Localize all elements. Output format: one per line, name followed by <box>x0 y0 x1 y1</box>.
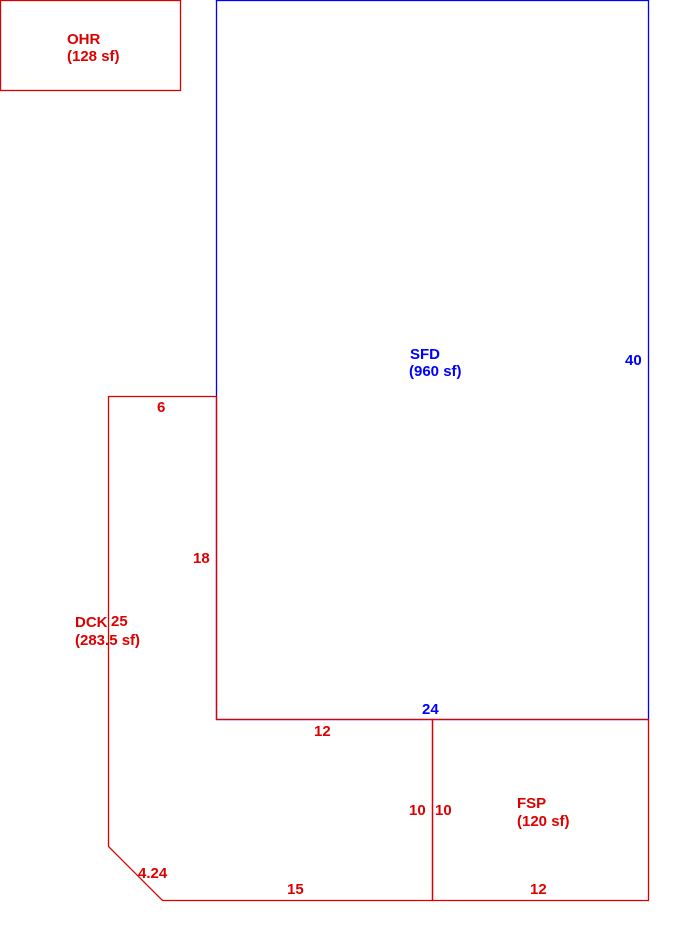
dck-diagonal-dimension: 4.24 <box>138 865 168 882</box>
dck-bottom-dimension: 15 <box>287 881 304 898</box>
fsp-outline <box>431 718 650 902</box>
ohr-area-label: (128 sf) <box>67 48 120 65</box>
fsp-left-dimension: 10 <box>435 802 452 819</box>
ohr-outline <box>0 0 182 92</box>
dck-top-dimension: 6 <box>157 399 165 416</box>
fsp-code-label: FSP <box>517 795 546 812</box>
dck-outline <box>107 395 434 902</box>
ohr-code-label: OHR <box>67 31 101 48</box>
dck-area-label: (283.5 sf) <box>75 632 140 649</box>
sfd-right-dimension: 40 <box>625 352 642 369</box>
dck-left-dimension: 25 <box>111 613 128 630</box>
dck-code-label: DCK <box>75 614 108 631</box>
dck-bottom-inner-dimension: 12 <box>314 723 331 740</box>
fsp-bottom-dimension: 12 <box>530 881 547 898</box>
dck-right-upper-dimension: 18 <box>193 550 210 567</box>
dck-right-lower-dimension: 10 <box>409 802 426 819</box>
fsp-area-label: (120 sf) <box>517 813 570 830</box>
sfd-area-label: (960 sf) <box>409 363 462 380</box>
sfd-code-label: SFD <box>410 346 440 363</box>
sfd-bottom-dimension: 24 <box>422 701 439 718</box>
